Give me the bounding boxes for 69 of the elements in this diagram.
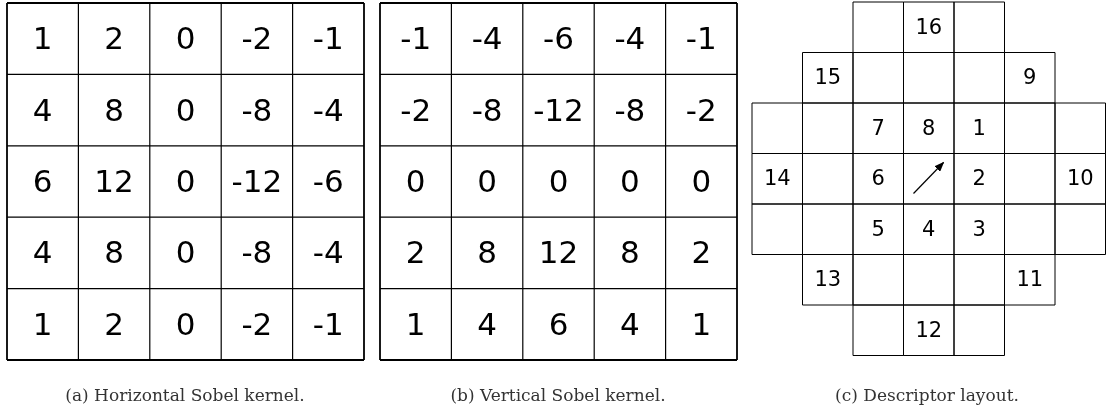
kernel-value: 8 <box>620 237 640 269</box>
kernel-value: -2 <box>241 308 273 340</box>
kernel-value: 1 <box>32 308 53 340</box>
kernel-value: -6 <box>312 166 344 197</box>
cell-number: 8 <box>922 117 936 139</box>
kernel-value: 2 <box>104 23 124 55</box>
kernel-value: 0 <box>175 166 196 197</box>
kernel-value: -2 <box>400 94 432 126</box>
kernel-value: -1 <box>312 23 344 55</box>
cell-number: 12 <box>915 319 943 341</box>
kernel-value: 2 <box>405 237 426 269</box>
kernel-value: 0 <box>175 237 196 269</box>
caption: (b) Vertical Sobel kernel. <box>450 385 666 405</box>
kernel-value: 6 <box>548 308 569 340</box>
kernel-value: -8 <box>241 94 273 126</box>
cell-number: 3 <box>972 218 986 240</box>
kernel-value: -1 <box>312 308 344 340</box>
cell-number: 4 <box>922 218 936 240</box>
kernel-value: 0 <box>175 23 196 55</box>
kernel-value: 4 <box>620 308 640 340</box>
kernel-value: -8 <box>471 94 503 126</box>
cell-number: 5 <box>871 218 885 240</box>
kernel-value: 0 <box>175 308 196 340</box>
kernel-value: 4 <box>477 308 497 340</box>
kernel-value: 0 <box>691 166 712 197</box>
kernel-value: -2 <box>685 94 717 126</box>
kernel-value: -4 <box>614 23 646 55</box>
kernel-value: 8 <box>477 237 497 269</box>
kernel-value: 4 <box>32 94 53 126</box>
cell-number: 6 <box>871 168 885 190</box>
kernel-value: 12 <box>538 237 579 269</box>
kernel-value: 0 <box>405 166 426 197</box>
cell-number: 9 <box>1023 67 1037 89</box>
kernel-value: -1 <box>685 23 717 55</box>
kernel-value: 1 <box>405 308 426 340</box>
kernel-value: -1 <box>400 23 432 55</box>
kernel-value: 2 <box>691 237 712 269</box>
cell-number: 11 <box>1016 269 1044 291</box>
kernel-value: 0 <box>477 166 497 197</box>
caption: (a) Horizontal Sobel kernel. <box>65 385 305 405</box>
cell-number: 1 <box>972 117 986 139</box>
kernel-value: -4 <box>471 23 503 55</box>
cell-number: 15 <box>814 67 842 89</box>
cell-number: 13 <box>814 269 842 291</box>
kernel-value: 12 <box>94 166 134 197</box>
kernel-value: -8 <box>614 94 646 126</box>
kernel-value: 4 <box>32 237 53 269</box>
cell-number: 14 <box>763 168 791 190</box>
kernel-value: -6 <box>543 23 574 55</box>
cell-number: 10 <box>1066 168 1094 190</box>
kernel-value: 0 <box>175 94 196 126</box>
kernel-value: -2 <box>241 23 273 55</box>
kernel-value: -4 <box>312 94 344 126</box>
kernel-value: -4 <box>312 237 344 269</box>
kernel-value: 2 <box>104 308 124 340</box>
kernel-value: 0 <box>620 166 640 197</box>
kernel-value: 6 <box>32 166 53 197</box>
kernel-value: 0 <box>548 166 569 197</box>
kernel-value: 1 <box>691 308 712 340</box>
kernel-value: 8 <box>104 94 124 126</box>
kernel-value: -8 <box>241 237 273 269</box>
cell-number: 7 <box>871 117 885 139</box>
kernel-value: 8 <box>104 237 124 269</box>
kernel-value: -12 <box>231 166 283 197</box>
kernel-value: 1 <box>32 23 53 55</box>
cell-number: 2 <box>972 168 986 190</box>
kernel-value: -12 <box>533 94 584 126</box>
caption: (c) Descriptor layout. <box>835 385 1019 405</box>
cell-number: 16 <box>915 16 943 38</box>
